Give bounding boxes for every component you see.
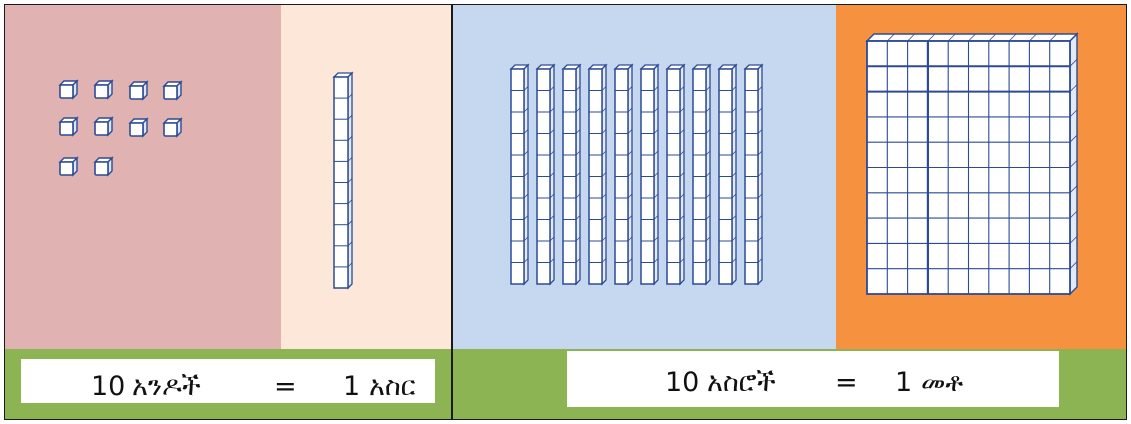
ten-number: 1 — [343, 371, 361, 402]
unit-cube — [58, 156, 79, 177]
place-value-figure: 10 አንዶች = 1 አስር 10 አስሮች = 1 መቶ — [4, 4, 1127, 420]
unit-cube — [93, 156, 114, 177]
equals-sign: = — [274, 371, 297, 402]
unit-cube — [162, 80, 183, 101]
unit-cube — [93, 79, 114, 100]
ten-rod-8 — [691, 63, 712, 286]
unit-cube — [93, 116, 114, 137]
ten-rod-4 — [587, 63, 608, 286]
ten-rod-10 — [743, 63, 764, 286]
units-panel — [5, 5, 281, 349]
unit-cube — [128, 117, 149, 138]
unit-cube — [58, 116, 79, 137]
unit-cube — [162, 117, 183, 138]
tens-number: 10 — [665, 367, 700, 398]
ten-rod-5 — [613, 63, 634, 286]
tens-equation-label: 10 አንዶች = 1 አስር — [21, 359, 435, 403]
unit-cube — [128, 80, 149, 101]
ten-rod-3 — [561, 63, 582, 286]
section-divider — [451, 5, 453, 419]
base-ten-blocks — [58, 32, 1079, 296]
tens-word: አስሮች — [707, 367, 776, 398]
unit-cube — [58, 79, 79, 100]
ones-number: 10 — [91, 371, 126, 402]
ones-word: አንዶች — [132, 371, 201, 402]
hundred-number: 1 — [895, 367, 913, 398]
equals-sign-right: = — [835, 367, 858, 398]
ten-rod-panel — [281, 5, 451, 349]
hundred-flat — [865, 32, 1079, 296]
ten-rod-6 — [639, 63, 660, 286]
ten-rod — [332, 71, 354, 290]
ten-rod-1 — [509, 63, 530, 286]
ten-rod-9 — [717, 63, 738, 286]
hundred-equation-label: 10 አስሮች = 1 መቶ — [567, 351, 1059, 407]
ten-word: አስር — [369, 371, 416, 402]
hundred-word: መቶ — [921, 367, 964, 398]
ten-rod-2 — [535, 63, 556, 286]
ten-rod-7 — [665, 63, 686, 286]
